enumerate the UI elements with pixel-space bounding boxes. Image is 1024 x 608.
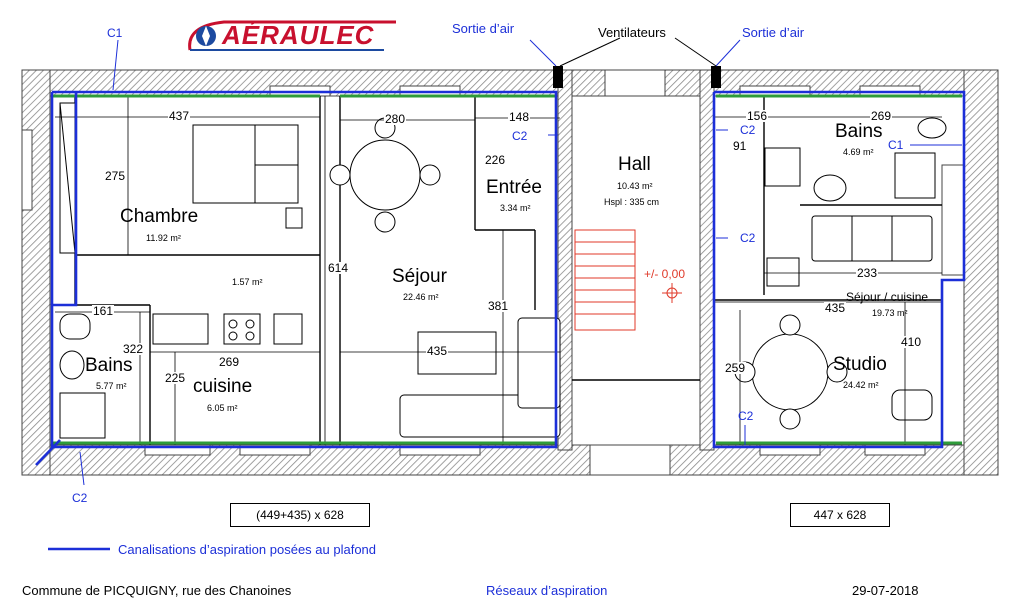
dim-322: 322 xyxy=(122,342,145,356)
dim-226: 226 xyxy=(484,153,507,167)
room-bains-right-area: 4.69 m² xyxy=(843,147,874,157)
room-entree-name: Entrée xyxy=(486,177,542,198)
room-chambre-name: Chambre xyxy=(120,206,199,227)
code-c2-studio-bottom: C2 xyxy=(738,409,754,423)
room-chambre-area: 11.92 m² xyxy=(146,233,181,243)
room-hall-name: Hall xyxy=(618,154,651,175)
code-c2-bottom-left: C2 xyxy=(72,491,88,505)
logo-text: AÉRAULEC xyxy=(222,20,375,50)
room-sejour-cuisine-name: Séjour / cuisine xyxy=(846,290,929,304)
dim-437: 437 xyxy=(168,109,191,123)
size-box-left: (449+435) x 628 xyxy=(230,503,370,527)
room-bains-right-name: Bains xyxy=(835,121,883,142)
room-cuisine-name: cuisine xyxy=(193,376,253,397)
room-studio-name: Studio xyxy=(833,354,887,375)
size-box-right: 447 x 628 xyxy=(790,503,890,527)
ventilator-right xyxy=(711,66,721,88)
level-marker: +/- 0,00 xyxy=(644,267,686,281)
room-sejour-name: Séjour xyxy=(392,266,447,287)
dim-161: 161 xyxy=(92,304,115,318)
dim-91: 91 xyxy=(732,139,748,153)
logo-mark xyxy=(188,20,396,51)
dim-410: 410 xyxy=(900,335,923,349)
exterior-walls xyxy=(21,69,999,476)
dim-614: 614 xyxy=(327,261,350,275)
pointer-lines xyxy=(79,39,962,486)
code-c1-bains-right: C1 xyxy=(888,138,904,152)
furniture xyxy=(59,102,947,439)
room-entree-area: 3.34 m² xyxy=(500,203,531,213)
code-c2-hall-mid: C2 xyxy=(740,231,756,245)
room-bains-left-name: Bains xyxy=(85,355,133,376)
dim-269-left: 269 xyxy=(218,355,241,369)
room-hall-hspl: Hspl : 335 cm xyxy=(604,197,660,207)
sortie-air-left-label: Sortie d’air xyxy=(452,21,515,36)
dim-381: 381 xyxy=(487,299,510,313)
footer-date: 29-07-2018 xyxy=(852,583,919,598)
dim-275: 275 xyxy=(104,169,127,183)
ventilateurs-pointers xyxy=(559,37,717,67)
room-bains-left-area: 5.77 m² xyxy=(96,381,127,391)
dim-259: 259 xyxy=(724,361,747,375)
footer-commune: Commune de PICQUIGNY, rue des Chanoines xyxy=(22,583,292,598)
room-studio-area: 24.42 m² xyxy=(843,380,879,390)
sortie-air-right-label: Sortie d’air xyxy=(742,25,805,40)
room-sejour-cuisine-area: 19.73 m² xyxy=(872,308,908,318)
dim-233: 233 xyxy=(856,266,879,280)
dim-148: 148 xyxy=(508,110,531,124)
legend-text: Canalisations d’aspiration posées au pla… xyxy=(118,542,377,557)
dim-435-right: 435 xyxy=(824,301,847,315)
room-degagement-area: 1.57 m² xyxy=(232,277,263,287)
footer-title: Réseaux d’aspiration xyxy=(486,583,608,598)
aeraulec-logo: AÉRAULEC xyxy=(184,16,398,56)
room-hall-area: 10.43 m² xyxy=(617,181,653,191)
staircase xyxy=(574,229,682,331)
room-sejour-area: 22.46 m² xyxy=(403,292,439,302)
dim-280: 280 xyxy=(384,112,407,126)
ventilator-left xyxy=(553,66,563,88)
code-c2-hall-top: C2 xyxy=(740,123,756,137)
room-cuisine-area: 6.05 m² xyxy=(207,403,238,413)
duct-network xyxy=(35,90,966,466)
code-c1-top: C1 xyxy=(107,26,123,40)
dim-435-left: 435 xyxy=(426,344,449,358)
code-c2-entree: C2 xyxy=(512,129,528,143)
dim-156: 156 xyxy=(746,109,769,123)
ventilateurs-label: Ventilateurs xyxy=(598,25,666,40)
air-vents xyxy=(52,94,962,445)
dim-225: 225 xyxy=(164,371,187,385)
dim-269-right: 269 xyxy=(870,109,893,123)
